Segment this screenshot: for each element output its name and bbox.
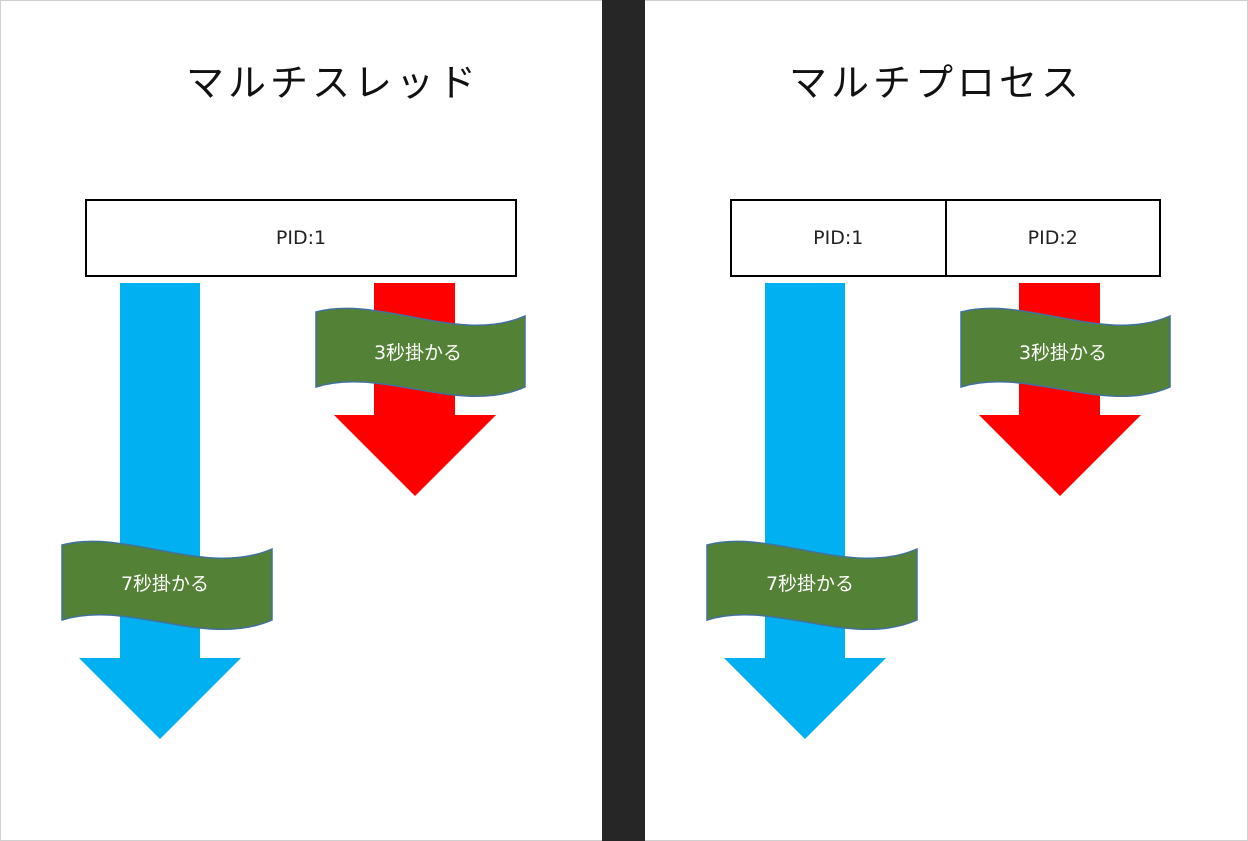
long-task-label: 7秒掛かる — [766, 573, 854, 595]
short-task-label: 3秒掛かる — [1019, 342, 1107, 364]
long-task-arrow — [79, 283, 241, 739]
multiprocess-panel: マルチプロセス PID:1 PID:2 3秒掛かる 7秒掛かる — [645, 0, 1248, 841]
panel-divider — [602, 0, 645, 841]
process-box: PID:1 — [85, 199, 517, 277]
pid-label-2: PID:2 — [944, 201, 1160, 275]
long-task-label: 7秒掛かる — [121, 573, 209, 595]
multithread-flow: 3秒掛かる 7秒掛かる — [61, 283, 526, 739]
short-task-label: 3秒掛かる — [374, 342, 462, 364]
long-task-banner — [61, 540, 273, 631]
multithread-panel: マルチスレッド PID:1 3秒掛かる 7秒掛かる — [0, 0, 602, 841]
long-task-arrow — [724, 283, 886, 739]
process-box: PID:1 PID:2 — [730, 199, 1161, 277]
pid-label-1: PID:1 — [813, 227, 864, 249]
long-task-banner — [706, 540, 918, 631]
short-task-banner — [960, 307, 1171, 398]
multiprocess-title: マルチプロセス — [789, 61, 1084, 105]
short-task-banner — [315, 307, 526, 398]
multiprocess-flow: 3秒掛かる 7秒掛かる — [706, 283, 1171, 739]
multithread-title: マルチスレッド — [186, 61, 481, 105]
pid-label: PID:1 — [275, 227, 327, 249]
